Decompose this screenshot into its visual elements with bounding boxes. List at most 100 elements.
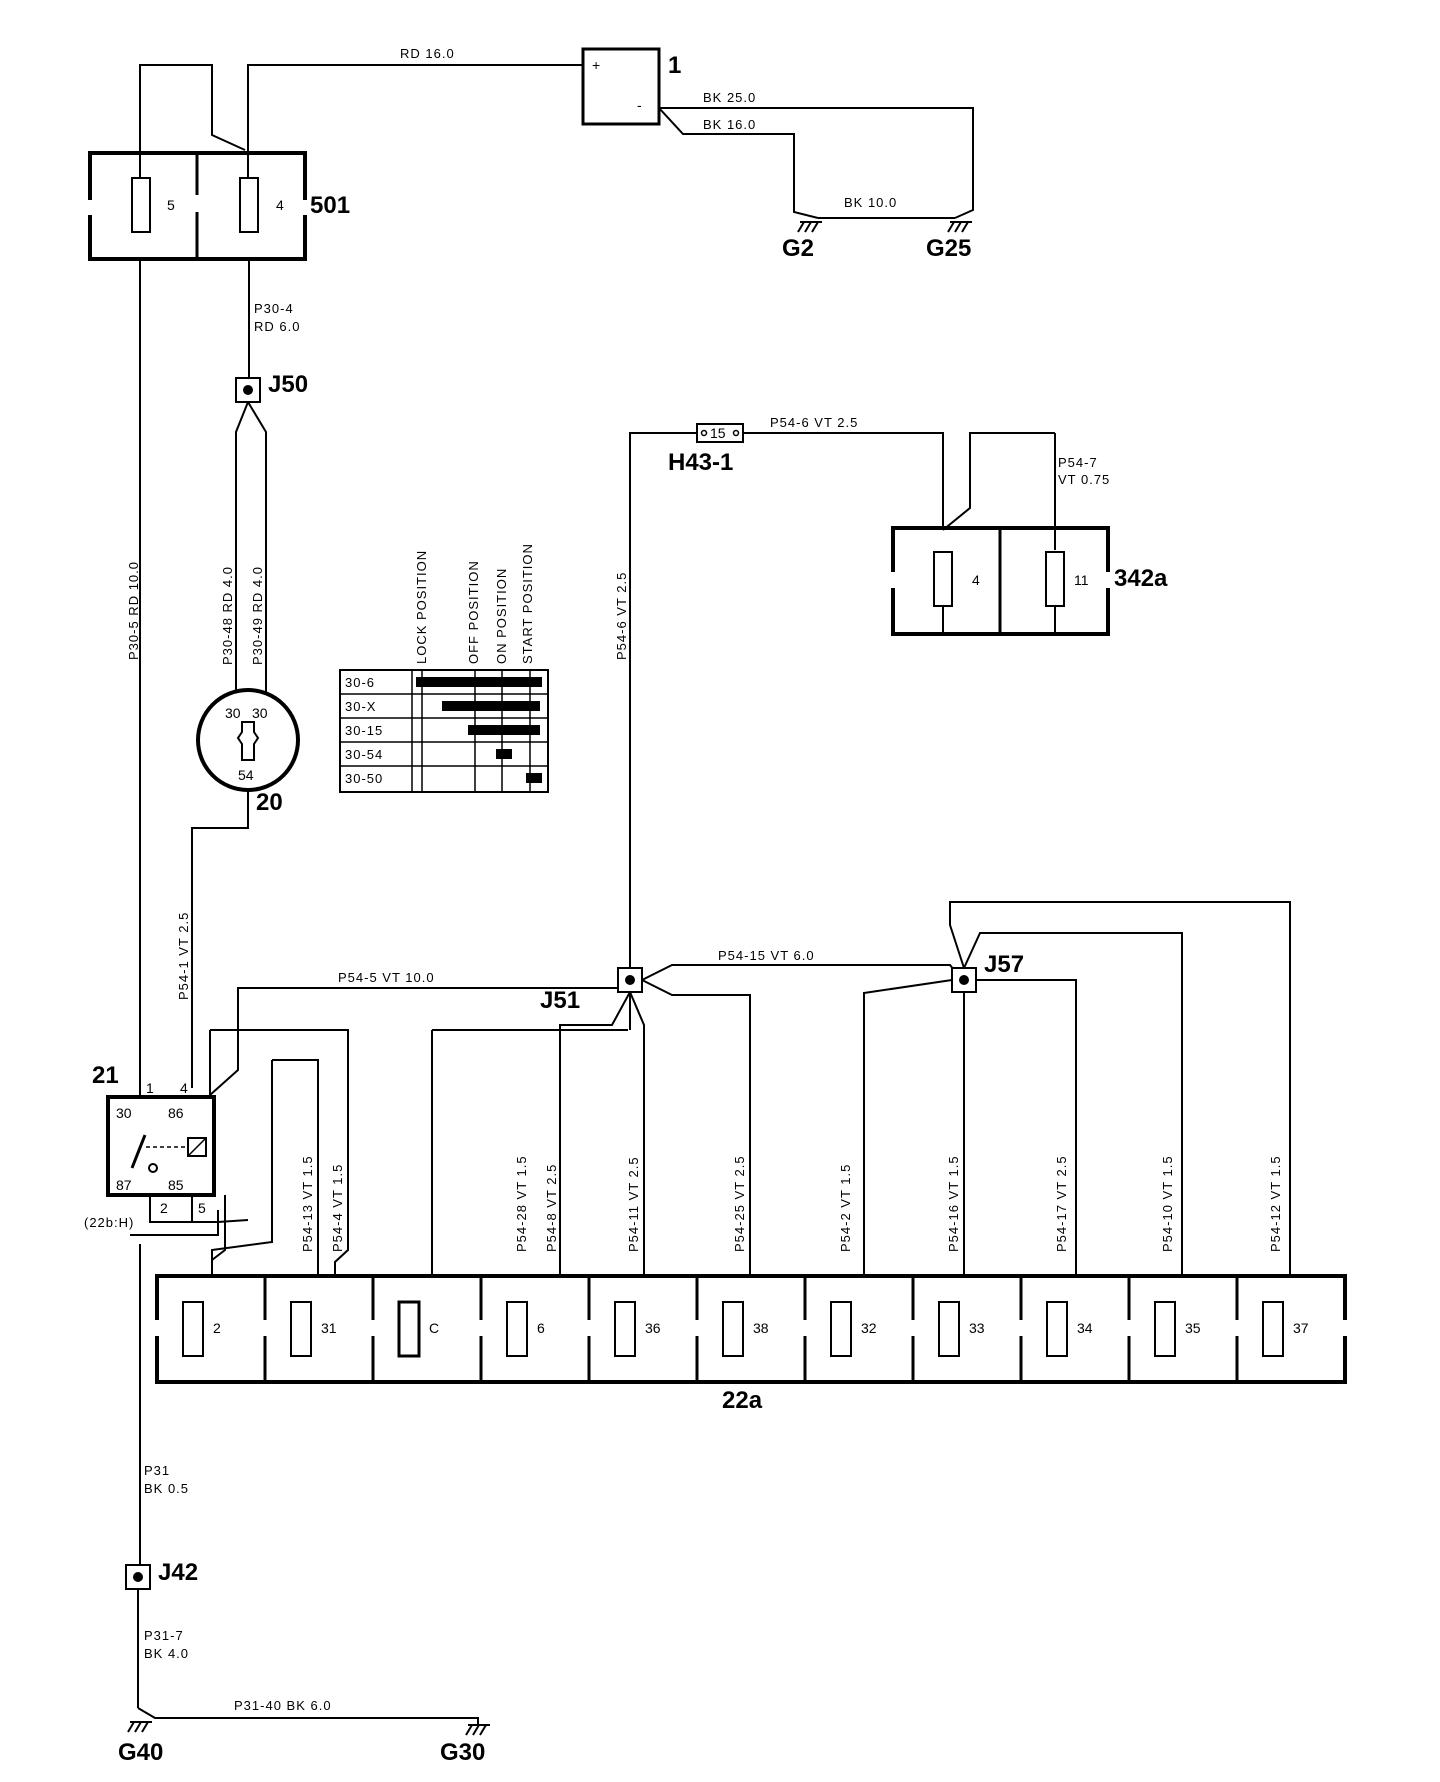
relay-pin-1: 1 (146, 1080, 154, 1096)
wire-p54-15: P54-15 VT 6.0 (718, 948, 815, 963)
fuse-22a-2: 2 (213, 1320, 221, 1336)
ground-g40: G40 (118, 1739, 163, 1766)
fuse-22a-2-body (182, 1301, 204, 1357)
fuse-342a-11: 11 (1074, 572, 1089, 588)
relay-t87: 87 (116, 1177, 132, 1193)
relay-t85: 85 (168, 1177, 184, 1193)
wire-p30-4: P30-4 RD 6.0 (248, 259, 300, 378)
bar-30-54 (496, 749, 512, 759)
battery: + - 1 (581, 47, 681, 126)
relay-note: (22b:H) (84, 1215, 134, 1230)
col-on: ON POSITION (494, 568, 509, 664)
drop-label-10: P54-12 VT 1.5 (1268, 1155, 1283, 1252)
wire-bk16: BK 16.0 (703, 117, 756, 132)
fuse-22a-34-body (1046, 1301, 1068, 1357)
ground-g2-symbol (797, 221, 822, 233)
ignition-feed-wires: P30-48 RD 4.0 P30-49 RD 4.0 (220, 401, 267, 692)
fuse-22a-6: 6 (537, 1320, 545, 1336)
wire-p30-48: P30-48 RD 4.0 (220, 566, 235, 665)
col-start: START POSITION (520, 543, 535, 664)
drop-label-6: P54-2 VT 1.5 (838, 1164, 853, 1252)
fuse-box-501-ref: 501 (310, 192, 350, 219)
fuse-box-342a: P54-7 VT 0.75 4 11 342a (890, 432, 1168, 636)
fuse-22a-6-body (506, 1301, 528, 1357)
drop-label-4: P54-11 VT 2.5 (626, 1156, 641, 1252)
bar-30-50 (526, 773, 542, 783)
ground-g40-symbol (127, 1721, 152, 1733)
junction-j57: J57 (984, 951, 1024, 978)
bar-30-x (442, 701, 540, 711)
drop-labels: P54-13 VT 1.5 P54-4 VT 1.5 P54-28 VT 1.5… (300, 1155, 1283, 1252)
ign-terminal-54: 54 (238, 767, 254, 783)
fuse-22a-37-body (1262, 1301, 1284, 1357)
row-30-6: 30-6 (345, 675, 375, 690)
ignition-switch-ref: 20 (256, 789, 283, 816)
col-lock: LOCK POSITION (414, 550, 429, 664)
drop-label-8: P54-17 VT 2.5 (1054, 1155, 1069, 1252)
wire-p54-1-label: P54-1 VT 2.5 (176, 912, 191, 1000)
wire-p31-size: BK 0.5 (144, 1481, 189, 1496)
bus-wiring: P54-5 VT 10.0 P54-15 VT 6.0 J51 J57 (130, 901, 1291, 1565)
ground-g2: G2 (782, 235, 814, 262)
fuse-22a-38-body (722, 1301, 744, 1357)
fuse-22a-31-body (290, 1301, 312, 1357)
wire-p30-5-label: P30-5 RD 10.0 (126, 561, 141, 660)
battery-wiring: RD 16.0 BK 25.0 BK 16.0 BK 10.0 G2 G25 (139, 46, 974, 262)
connector-h43-pin: 15 (710, 425, 726, 441)
wire-p31-7: P31-7 (144, 1628, 184, 1643)
row-30-50: 30-50 (345, 771, 383, 786)
wire-p30-4-label: P30-4 (254, 301, 294, 316)
relay-t30: 30 (116, 1105, 132, 1121)
ignition-switch: 30 30 54 20 (196, 688, 300, 816)
connector-h43-ref: H43-1 (668, 449, 733, 476)
relay-21: 21 1 4 30 86 87 85 2 5 (22b:H) (84, 1062, 216, 1230)
wire-p31-7-size: BK 4.0 (144, 1646, 189, 1661)
relay-t86: 86 (168, 1105, 184, 1121)
ground-g30: G30 (440, 1739, 485, 1766)
wire-p30-4-size: RD 6.0 (254, 319, 300, 334)
row-30-15: 30-15 (345, 723, 383, 738)
drop-label-3: P54-8 VT 2.5 (544, 1164, 559, 1252)
fuse-22a-C-body (397, 1300, 421, 1358)
fuse-box-342a-ref: 342a (1114, 565, 1168, 592)
wire-p54-5: P54-5 VT 10.0 (338, 970, 435, 985)
drop-label-5: P54-25 VT 2.5 (732, 1155, 747, 1252)
connector-h43-1: 15 H43-1 P54-6 VT 2.5 P54-6 VT 2.5 (614, 415, 944, 968)
ign-terminal-30b: 30 (252, 705, 268, 721)
drop-label-0: P54-13 VT 1.5 (300, 1155, 315, 1252)
battery-ref: 1 (668, 52, 681, 79)
relay-pin-4: 4 (180, 1080, 188, 1096)
fuse-22a-33: 33 (969, 1320, 985, 1336)
wire-bk10: BK 10.0 (844, 195, 897, 210)
fuse-22a-31: 31 (321, 1320, 337, 1336)
ground-g30-symbol (465, 1724, 490, 1736)
wire-p30-5: P30-5 RD 10.0 (126, 259, 141, 1097)
wire-rd16: RD 16.0 (400, 46, 455, 61)
wire-bk25: BK 25.0 (703, 90, 756, 105)
ign-terminal-30a: 30 (225, 705, 241, 721)
junction-j51: J51 (540, 987, 580, 1014)
wire-p54-1: P54-1 VT 2.5 (176, 790, 249, 1088)
fuse-box-501: 5 4 501 (87, 151, 350, 261)
fuse-22a-34: 34 (1077, 1320, 1093, 1336)
wire-p54-7: P54-7 (1058, 455, 1098, 470)
ground-g25: G25 (926, 235, 971, 262)
fuse-22a-35: 35 (1185, 1320, 1201, 1336)
fuse-22a-36: 36 (645, 1320, 661, 1336)
fuse-501-5: 5 (167, 197, 175, 213)
junction-j50: J50 (235, 371, 308, 403)
row-30-54: 30-54 (345, 747, 383, 762)
fuse-22a-35-body (1154, 1301, 1176, 1357)
drop-label-9: P54-10 VT 1.5 (1160, 1155, 1175, 1252)
battery-plus: + (592, 57, 600, 73)
wire-vt075: VT 0.75 (1058, 472, 1110, 487)
row-30-x: 30-X (345, 699, 376, 714)
fuse-501-4: 4 (276, 197, 284, 213)
key-icon (236, 721, 260, 761)
fuse-22a-C: C (429, 1320, 439, 1336)
drop-label-2: P54-28 VT 1.5 (514, 1155, 529, 1252)
junction-j50-label: J50 (268, 371, 308, 398)
wire-p31: P31 (144, 1463, 170, 1478)
wire-h43-342a: P54-6 VT 2.5 (770, 415, 858, 430)
wire-p31-40: P31-40 BK 6.0 (234, 1698, 332, 1713)
